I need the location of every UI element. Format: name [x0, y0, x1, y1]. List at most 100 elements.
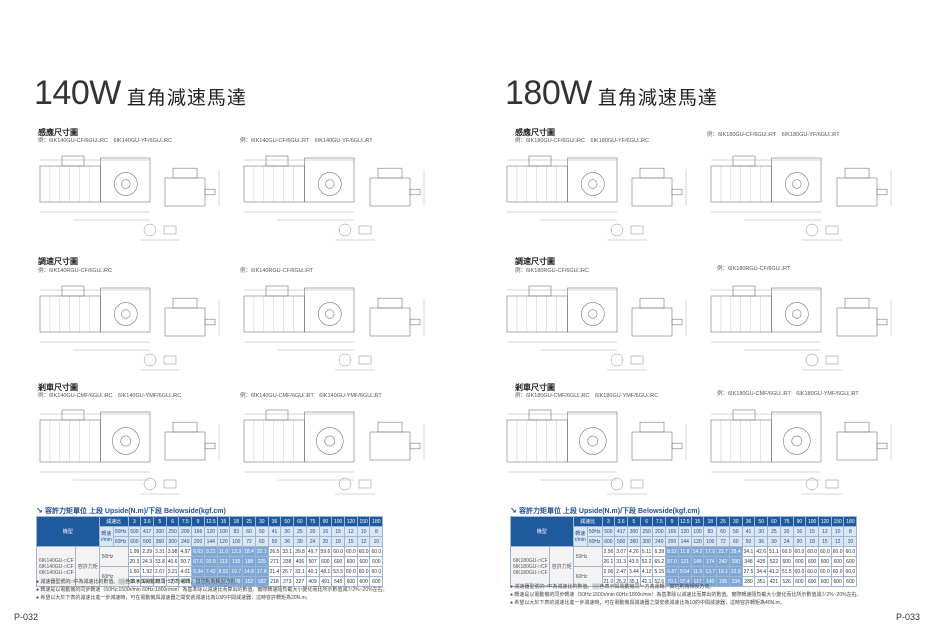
- torque-cell: 24.3: [140, 556, 154, 567]
- rpm-cell: 60: [242, 526, 256, 537]
- torque-cell: 93.9: [203, 556, 218, 567]
- model-note: 例：6IK180GU-CF/6GU□RC 6IK180GU-YF/6GU□RC: [515, 138, 650, 144]
- motor-side: [377, 297, 403, 309]
- rpm-cell: 200: [652, 526, 667, 537]
- torque-cell: 4.26: [627, 546, 641, 557]
- shaft-circle: [121, 309, 131, 319]
- key-section: [163, 355, 177, 365]
- torque-cell: 52.2: [639, 556, 654, 567]
- torque-cell: 17.0: [703, 546, 718, 557]
- rpm-cell: 360: [627, 536, 641, 547]
- torque-cell: 9.21: [203, 546, 218, 557]
- torque-cell: 23.7: [716, 546, 730, 557]
- rpm-cell: 60: [716, 526, 730, 537]
- torque-cell: 39.8: [293, 546, 307, 557]
- shaft-circle: [588, 309, 598, 319]
- ratio-cell: 150: [830, 516, 845, 527]
- rpm-cell: 10: [369, 536, 384, 547]
- torque-cell: 3.31: [153, 546, 167, 557]
- ratio-cell: 100: [805, 516, 820, 527]
- torque-cell: 10.7: [229, 566, 244, 577]
- torque-cell: 67.6: [191, 556, 205, 567]
- torque-cell: 21.4: [267, 566, 282, 577]
- motor-body: [39, 419, 101, 463]
- rpm-cell: 500: [614, 536, 628, 547]
- rpm-cell: 60: [728, 536, 743, 547]
- rpm-cell: 166: [665, 526, 679, 537]
- model-note: 例：6IK140RGU-CF/6GU□RT: [240, 268, 314, 274]
- gearbox-circle: [112, 427, 140, 455]
- title-name: 直角減速馬達: [597, 88, 718, 109]
- terminal-box: [732, 155, 756, 167]
- shaft-circle: [324, 435, 336, 447]
- rpm-cell: 15: [805, 526, 820, 537]
- torque-cell: 6.87: [665, 566, 679, 577]
- torque-cell: 60.0: [356, 546, 371, 557]
- gearbox-circle: [784, 172, 809, 196]
- torque-cell: 22.9: [728, 566, 743, 577]
- torque-cell: 51.1: [767, 546, 781, 557]
- model-note: 例：6IK180GU-CMF/6GU□RC 6IK180GU-YMF/6GU□R…: [515, 393, 659, 399]
- torque-cell: 40.1: [305, 566, 320, 577]
- ratio-cell: 100: [331, 516, 346, 527]
- shaft-section: [143, 353, 157, 367]
- torque-cell: 40.6: [165, 556, 180, 567]
- torque-cell: 26.5: [267, 546, 282, 557]
- rpm-cell: 300: [639, 536, 654, 547]
- note-line: ● 減速器型號的□中為減速比的數值。▒▒色表示與電動機同一方向運轉，其它則為相反…: [510, 584, 715, 590]
- rpm-cell: 600: [601, 536, 616, 547]
- ratio-cell: 25: [242, 516, 256, 527]
- torque-cell: 34.1: [741, 546, 756, 557]
- ratio-cell: 18: [703, 516, 718, 527]
- rpm-cell: 8: [843, 526, 858, 537]
- ratio-cell: 30: [728, 516, 743, 527]
- torque-cell: 522: [767, 556, 781, 567]
- ratio-cell: 3: [601, 516, 616, 527]
- torque-cell: 49.7: [305, 546, 320, 557]
- gearbox-circle: [316, 427, 344, 455]
- torque-cell: 145: [690, 556, 705, 567]
- torque-cell: 218: [267, 576, 282, 587]
- output-shaft: [409, 318, 421, 326]
- torque-cell: 9.54: [677, 566, 692, 577]
- rpm-cell: 12: [344, 526, 358, 537]
- torque-cell: 60.0: [843, 566, 858, 577]
- gearbox-circle: [317, 302, 342, 326]
- terminal-box: [732, 285, 756, 297]
- ratio-cell: 50: [280, 516, 295, 527]
- ratio-cell: 90: [318, 516, 333, 527]
- output-shaft: [671, 442, 683, 450]
- rpm-cell: 20: [318, 536, 333, 547]
- gearbox-body: [304, 287, 355, 333]
- shaft-section: [338, 477, 352, 491]
- gearbox-body: [771, 157, 822, 203]
- motor-body: [506, 419, 568, 463]
- rpm-cell: 72: [242, 536, 256, 547]
- ratio-cell: 12.5: [677, 516, 692, 527]
- rpm-cell: 50: [267, 536, 282, 547]
- torque-cell: 338: [280, 556, 295, 567]
- torque-cell: 1.92: [140, 566, 154, 577]
- arrow-icon: ↘: [510, 506, 517, 515]
- rpm-cell: 500: [601, 526, 616, 537]
- torque-cell: 53.5: [331, 566, 346, 577]
- rpm-cell: 60: [254, 536, 269, 547]
- terminal-box: [61, 409, 85, 421]
- gearbox-side: [836, 431, 878, 461]
- shaft-circle: [325, 179, 335, 189]
- torque-cell: 5.34: [191, 566, 205, 577]
- torque-cell: 5.11: [639, 546, 654, 557]
- model-header: 機型: [36, 516, 100, 547]
- rpm-cell: 250: [639, 526, 654, 537]
- rpm-cell: 120: [677, 526, 692, 537]
- torque-cell: 14.2: [690, 546, 705, 557]
- motor-side: [172, 297, 198, 309]
- torque-cell: 174: [703, 556, 718, 567]
- torque-cell: 18.4: [242, 546, 256, 557]
- torque-cell: 34.4: [754, 566, 769, 577]
- torque-cell: 600: [369, 576, 384, 587]
- shaft-section: [143, 223, 157, 237]
- torque-cell: 50.7: [178, 556, 193, 567]
- output-shaft: [876, 442, 888, 450]
